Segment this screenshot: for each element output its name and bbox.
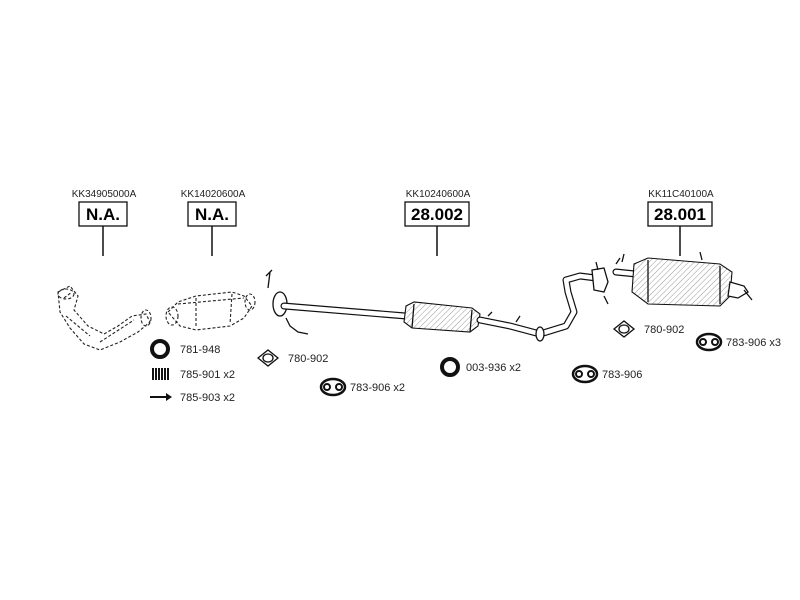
assembly-middle-silencer[interactable]: KK10240600A 28.002 — [404, 189, 471, 256]
catalyst-drawing — [165, 291, 256, 331]
assembly-catalyst[interactable]: KK14020600A N.A. — [181, 189, 246, 256]
part-flange-gasket-780-902-middle[interactable]: 780-902 — [256, 349, 328, 367]
assembly-code: KK11C40100A — [648, 189, 714, 200]
rubber-hanger-icon — [695, 332, 723, 352]
rubber-hanger-icon — [319, 377, 347, 397]
assembly-code: KK14020600A — [181, 189, 246, 200]
middle-silencer-drawing — [265, 269, 544, 338]
assembly-code: KK34905000A — [72, 189, 137, 200]
intermediate-pipe-drawing — [535, 261, 609, 342]
assembly-box — [404, 201, 470, 227]
part-label: 780-902 — [644, 324, 684, 336]
part-ring-gasket-781-948[interactable]: 781-948 — [150, 339, 220, 359]
part-ring-gasket-003-936[interactable]: 003-936 x2 — [440, 357, 521, 377]
part-label: 783-906 — [602, 369, 642, 381]
part-spring-785-901[interactable]: 785-901 x2 — [151, 368, 235, 381]
part-rubber-hanger-783-906-x2[interactable]: 783-906 x2 — [319, 377, 405, 397]
bolt-icon — [150, 393, 172, 401]
assembly-front-pipe[interactable]: KK34905000A N.A. — [72, 189, 137, 256]
ring-gasket-icon — [150, 339, 170, 359]
part-label: 780-902 — [288, 353, 328, 365]
front-pipe-drawing — [57, 285, 152, 351]
assembly-code: KK10240600A — [406, 189, 471, 200]
assembly-rear-silencer[interactable]: KK11C40100A 28.001 — [647, 189, 714, 256]
assembly-box-text: N.A. — [86, 205, 120, 224]
part-label: 785-903 x2 — [180, 392, 235, 404]
part-label: 783-906 x3 — [726, 337, 781, 349]
rubber-hanger-icon — [571, 364, 599, 384]
spring-icon — [151, 368, 169, 380]
part-label: 785-901 x2 — [180, 369, 235, 381]
part-label: 781-948 — [180, 344, 220, 356]
part-label: 783-906 x2 — [350, 382, 405, 394]
assembly-box — [187, 201, 237, 227]
rear-silencer-drawing — [612, 251, 753, 307]
part-rubber-hanger-783-906-x3[interactable]: 783-906 x3 — [695, 332, 781, 352]
part-flange-gasket-780-902-rear[interactable]: 780-902 — [612, 320, 684, 338]
part-rubber-hanger-783-906[interactable]: 783-906 — [571, 364, 642, 384]
assembly-box-text: 28.001 — [654, 205, 706, 224]
part-label: 003-936 x2 — [466, 362, 521, 374]
assembly-box-text: N.A. — [195, 205, 229, 224]
flange-gasket-icon — [256, 349, 280, 367]
assembly-box-text: 28.002 — [411, 205, 463, 224]
ring-gasket-icon — [440, 357, 460, 377]
part-bolt-785-903[interactable]: 785-903 x2 — [150, 392, 235, 404]
flange-gasket-icon — [612, 320, 636, 338]
